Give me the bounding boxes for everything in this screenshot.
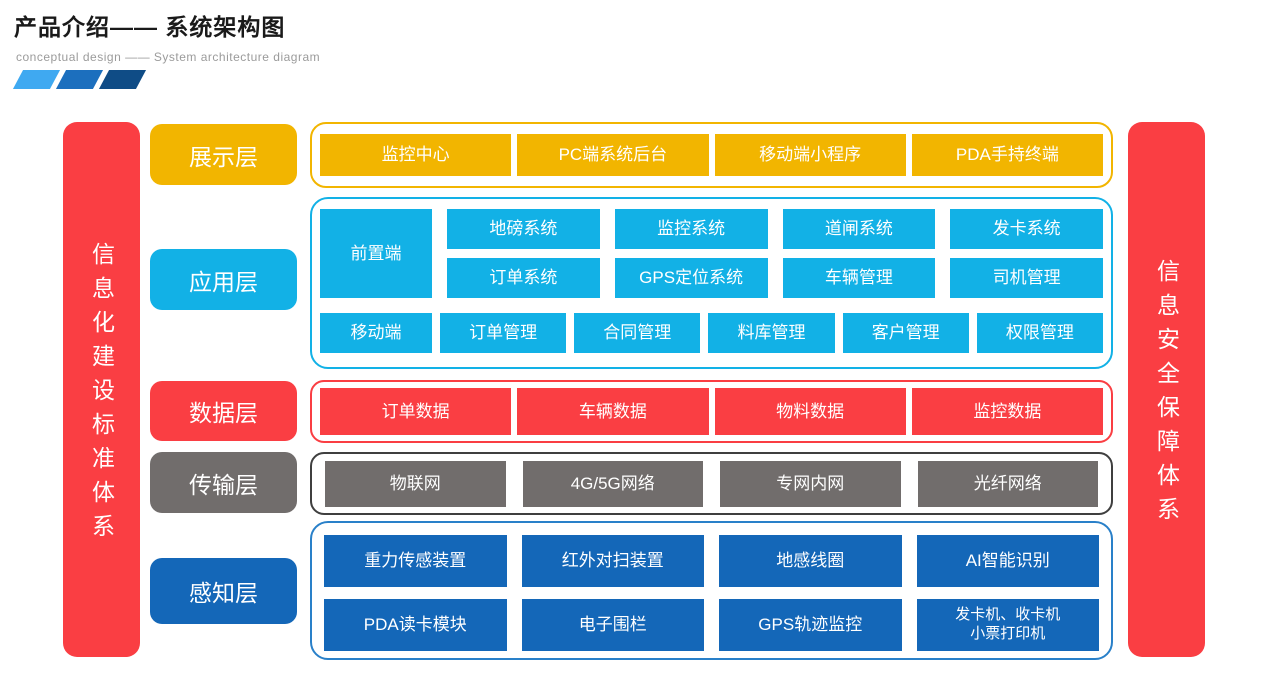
app-item-material-depot-management: 料库管理 — [708, 313, 835, 353]
data-layer-group: 订单数据 车辆数据 物料数据 监控数据 — [310, 380, 1113, 443]
label-transmission-layer: 传输层 — [150, 452, 297, 513]
right-vertical-bar-information-security-assurance: 信息安全保障体系 — [1128, 122, 1205, 657]
app-item-card-issuing-system: 发卡系统 — [950, 209, 1103, 249]
parallelogram-shape — [55, 70, 104, 89]
app-item-driver-management: 司机管理 — [950, 258, 1103, 298]
app-item-barrier-gate-system: 道闸系统 — [782, 209, 936, 249]
parallelogram-shape — [98, 70, 147, 89]
trans-item-fiber-network: 光纤网络 — [917, 460, 1098, 507]
display-item-pda-handheld: PDA手持终端 — [911, 134, 1103, 176]
trans-item-iot: 物联网 — [325, 460, 506, 507]
trans-item-private-intranet: 专网内网 — [720, 460, 901, 507]
page-title: 产品介绍—— 系统架构图 — [14, 14, 286, 40]
app-item-front-end: 前置端 — [320, 209, 432, 298]
perc-item-infrared-scanner: 红外对扫装置 — [521, 535, 704, 587]
trans-item-4g5g-network: 4G/5G网络 — [522, 460, 703, 507]
left-vertical-bar-information-construction-standard: 信息化建设标准体系 — [63, 122, 140, 657]
perc-item-gravity-sensor: 重力传感装置 — [324, 535, 507, 587]
display-item-pc-backend: PC端系统后台 — [517, 134, 709, 176]
page-subtitle: conceptual design —— System architecture… — [16, 50, 321, 64]
perc-item-electronic-fence: 电子围栏 — [521, 599, 704, 651]
application-layer-group: 前置端 地磅系统 监控系统 道闸系统 发卡系统 订单系统 GPS定位系统 车辆管… — [310, 197, 1113, 369]
app-item-gps-positioning-system: GPS定位系统 — [614, 258, 768, 298]
perc-item-ground-induction-coil: 地感线圈 — [719, 535, 902, 587]
app-item-contract-management: 合同管理 — [574, 313, 701, 353]
perc-item-card-machines-line1: 发卡机、收卡机 — [955, 606, 1061, 624]
data-item-monitoring-data: 监控数据 — [911, 388, 1103, 435]
application-bottom-row: 移动端 订单管理 合同管理 料库管理 客户管理 权限管理 — [320, 313, 1103, 353]
display-item-mobile-miniprogram: 移动端小程序 — [714, 134, 906, 176]
perception-row-1: 重力传感装置 红外对扫装置 地感线圈 AI智能识别 — [324, 535, 1099, 587]
app-item-order-management: 订单管理 — [440, 313, 567, 353]
app-item-monitoring-system: 监控系统 — [614, 209, 768, 249]
label-application-layer: 应用层 — [150, 249, 297, 310]
app-item-permission-management: 权限管理 — [976, 313, 1103, 353]
data-item-vehicle-data: 车辆数据 — [517, 388, 709, 435]
app-item-vehicle-management: 车辆管理 — [782, 258, 936, 298]
perception-row-2: PDA读卡模块 电子围栏 GPS轨迹监控 发卡机、收卡机 小票打印机 — [324, 599, 1099, 651]
data-item-order-data: 订单数据 — [320, 388, 512, 435]
label-perception-layer: 感知层 — [150, 558, 297, 624]
perc-item-card-machines-printer: 发卡机、收卡机 小票打印机 — [916, 599, 1099, 651]
transmission-layer-group: 物联网 4G/5G网络 专网内网 光纤网络 — [310, 452, 1113, 515]
app-item-order-system: 订单系统 — [447, 258, 600, 298]
perception-layer-group: 重力传感装置 红外对扫装置 地感线圈 AI智能识别 PDA读卡模块 电子围栏 G… — [310, 521, 1113, 660]
display-item-monitoring-center: 监控中心 — [320, 134, 512, 176]
app-item-mobile-end: 移动端 — [320, 313, 432, 353]
display-layer-group: 监控中心 PC端系统后台 移动端小程序 PDA手持终端 — [310, 122, 1113, 188]
app-item-customer-management: 客户管理 — [842, 313, 969, 353]
parallelogram-shape — [12, 70, 61, 89]
decorative-parallelogram-strip — [12, 70, 158, 89]
application-top-grid: 前置端 地磅系统 监控系统 道闸系统 发卡系统 订单系统 GPS定位系统 车辆管… — [320, 209, 1103, 298]
label-display-layer: 展示层 — [150, 124, 297, 185]
perc-item-card-machines-line2: 小票打印机 — [970, 625, 1046, 642]
label-data-layer: 数据层 — [150, 381, 297, 441]
app-item-weighbridge-system: 地磅系统 — [447, 209, 600, 249]
perc-item-gps-track-monitoring: GPS轨迹监控 — [719, 599, 902, 651]
perc-item-ai-recognition: AI智能识别 — [916, 535, 1099, 587]
perc-item-pda-card-reader: PDA读卡模块 — [324, 599, 507, 651]
data-item-material-data: 物料数据 — [714, 388, 906, 435]
